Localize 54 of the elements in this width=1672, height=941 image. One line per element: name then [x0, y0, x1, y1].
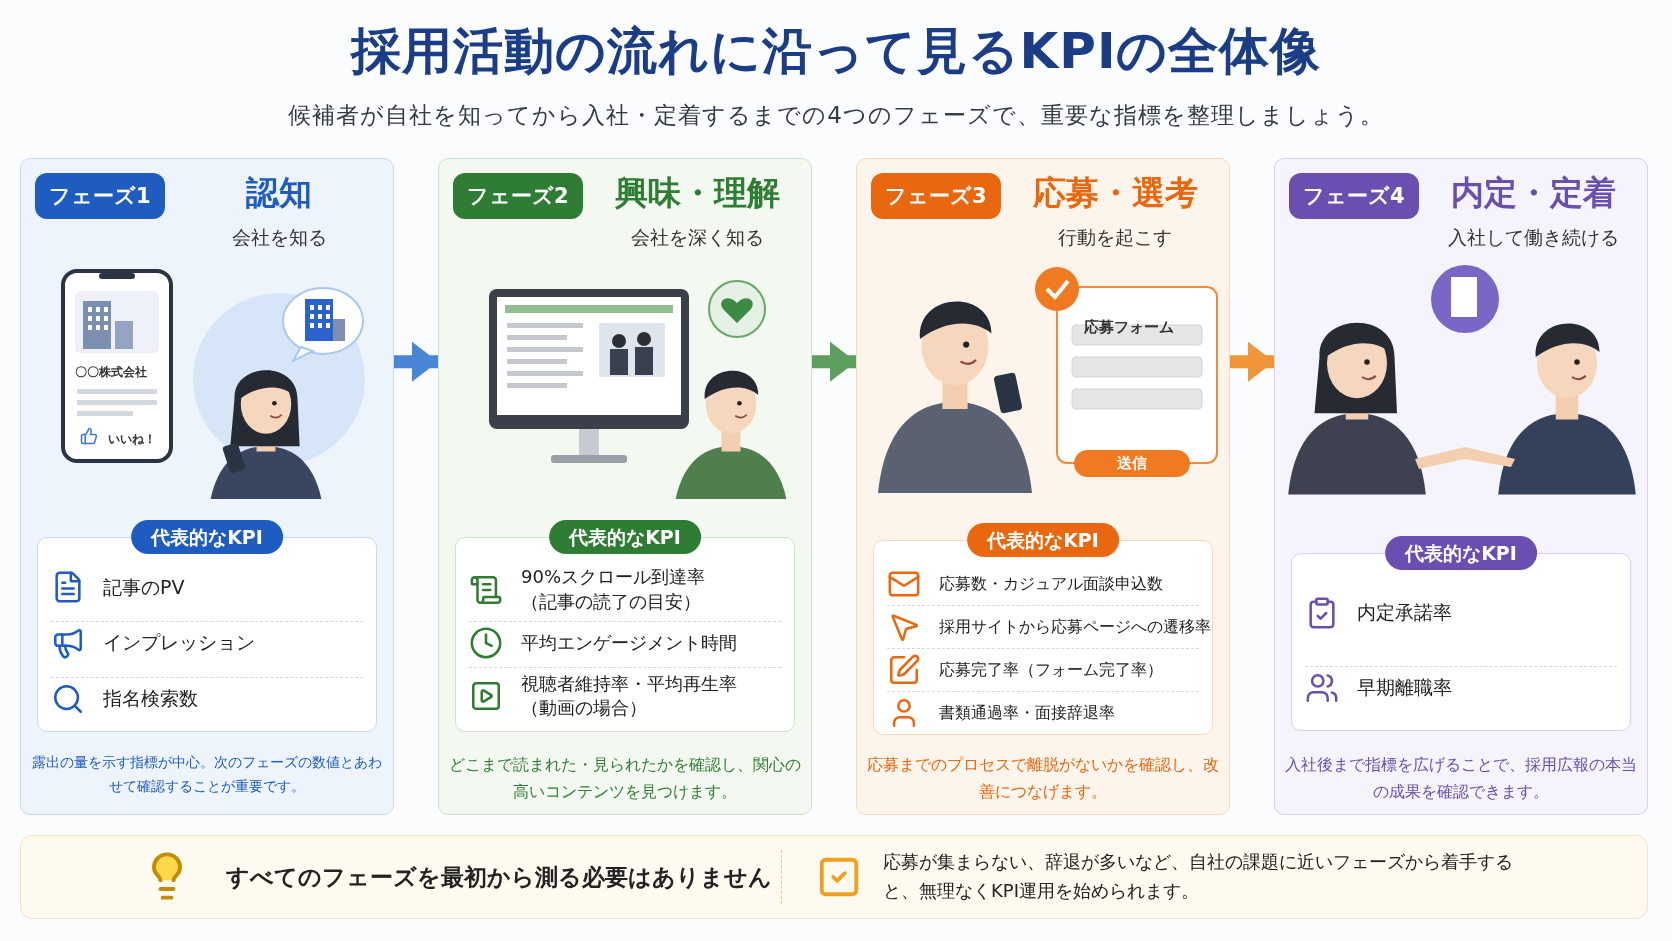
phase-panel — [856, 158, 1230, 815]
phase-note: 応募までのプロセスで離脱がないかを確認し、改善につなげます。 — [866, 754, 1220, 804]
kpi-item: （動画の場合） — [521, 696, 648, 721]
like-label: いいね！ — [108, 431, 156, 448]
kpi-item: 応募数・カジュアル面談申込数 — [939, 573, 1163, 595]
phase-title: 認知 — [245, 172, 313, 214]
banner-text: 応募が集まらない、辞退が多いなど、自社の課題に近いフェーズから着手すると、無理なくKPI運用を始められます。 — [883, 850, 1514, 903]
arrow — [1230, 341, 1274, 382]
kpi-heading: 代表的なKPI — [1385, 536, 1537, 570]
kpi-card — [37, 520, 377, 732]
phase-panel — [438, 158, 812, 815]
kpi-item: 視聴者維持率・平均再生率 — [521, 671, 737, 696]
kpi-item: 採用サイトから応募ページへの遷移率 — [939, 616, 1211, 638]
kpi-item: 記事のPV — [103, 574, 185, 600]
kpi-card — [1291, 536, 1631, 731]
arrow — [394, 341, 438, 382]
phase-subtitle: 入社して働き続ける — [1446, 225, 1620, 250]
kpi-item: 平均エンゲージメント時間 — [521, 630, 737, 655]
kpi-item: 早期離職率 — [1357, 675, 1452, 701]
kpi-heading: 代表的なKPI — [967, 523, 1119, 557]
kpi-item: 書類通過率・面接辞退率 — [939, 702, 1115, 724]
phase-note: どこまで読まれた・見られたかを確認し、関心の高いコンテンツを見つけます。 — [448, 754, 802, 804]
phase-title: 内定・定着 — [1449, 172, 1617, 214]
page-title: 採用活動の流れに沿って見るKPIの全体像 — [349, 21, 1323, 82]
submit-button: 送信 — [1074, 450, 1190, 477]
company-name: 〇〇株式会社 — [75, 364, 147, 381]
tip-banner — [20, 835, 1648, 919]
kpi-item: 90%スクロール到達率 — [521, 565, 705, 590]
phase-badge: フェーズ2 — [453, 173, 583, 219]
phase-note: 露出の量を示す指標が中心。次のフェーズの数値とあわせて確認することが重要です。 — [31, 753, 383, 796]
kpi-item: （記事の読了の目安） — [521, 589, 702, 614]
phase-panel — [1274, 158, 1648, 815]
phase-subtitle: 会社を深く知る — [629, 225, 765, 250]
kpi-heading: 代表的なKPI — [131, 520, 283, 554]
kpi-item: 内定承諾率 — [1357, 600, 1452, 626]
phase-subtitle: 会社を知る — [230, 225, 328, 250]
kpi-card — [873, 523, 1213, 735]
phase-subtitle: 行動を起こす — [1057, 225, 1173, 250]
phase-badge: フェーズ4 — [1289, 173, 1419, 219]
form-title: 応募フォーム — [1084, 318, 1174, 337]
kpi-heading: 代表的なKPI — [549, 520, 701, 554]
arrow — [812, 341, 856, 382]
phase-title: 応募・選考 — [1031, 172, 1199, 214]
phase-title: 興味・理解 — [613, 172, 781, 214]
phase-badge: フェーズ3 — [871, 173, 1001, 219]
banner-headline: すべてのフェーズを最初から測る必要はありません — [226, 863, 772, 892]
page-subtitle: 候補者が自社を知ってから入社・定着するまでの4つのフェーズで、重要な指標を整理しましょう。 — [287, 101, 1385, 130]
kpi-item: 指名検索数 — [103, 685, 198, 711]
phase-panel — [20, 158, 394, 815]
phase-badge: フェーズ1 — [35, 173, 165, 219]
kpi-item: インプレッション — [103, 630, 255, 656]
kpi-card — [455, 520, 795, 732]
kpi-item: 応募完了率（フォーム完了率） — [939, 659, 1163, 681]
phase-note: 入社後まで指標を広げることで、採用広報の本当の成果を確認できます。 — [1284, 754, 1638, 804]
